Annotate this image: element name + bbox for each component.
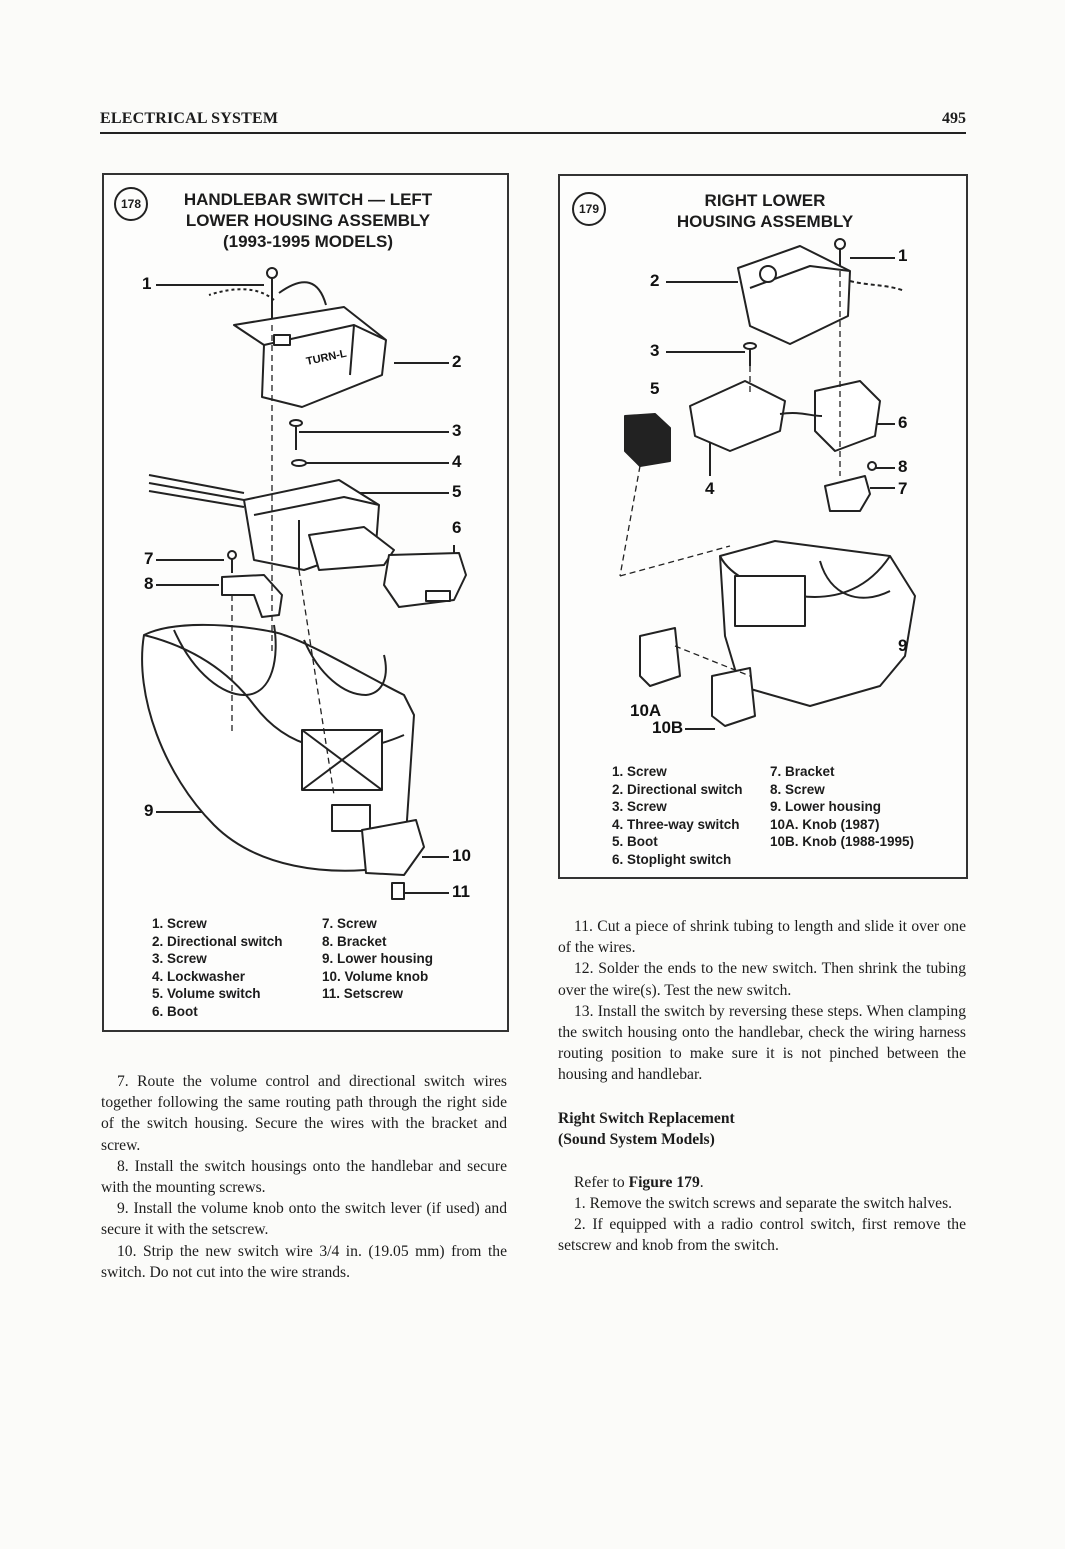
section-heading: Right Switch Replacement (Sound System M… (558, 1109, 735, 1148)
figure-178: 178 HANDLEBAR SWITCH — LEFT LOWER HOUSIN… (102, 173, 509, 1032)
callout-6: 6 (452, 518, 462, 537)
callout-8: 8 (898, 457, 908, 476)
step-1: 1. Remove the switch screws and separate… (574, 1194, 953, 1212)
callout-11: 11 (452, 882, 470, 901)
callout-9: 9 (144, 801, 154, 820)
right-column-text: 11. Cut a piece of shrink tubing to leng… (558, 916, 966, 1256)
callout-1: 1 (898, 246, 908, 265)
callout-10a: 10A (630, 701, 662, 720)
callout-4: 4 (705, 479, 715, 498)
callout-2: 2 (650, 271, 660, 290)
figure-title: RIGHT LOWER HOUSING ASSEMBLY (676, 191, 854, 231)
callout-1: 1 (142, 274, 152, 293)
legend-left: 1. Screw 2. Directional switch 3. Screw … (612, 764, 743, 867)
exploded-view-drawing: TURN-L (141, 267, 467, 900)
figure-179: 179 RIGHT LOWER HOUSING ASSEMBLY (558, 174, 968, 879)
callout-3: 3 (650, 341, 660, 360)
callout-10: 10 (452, 846, 471, 865)
figure-number-badge: 179 (572, 192, 606, 226)
page-number: 495 (942, 110, 966, 127)
callout-6: 6 (898, 413, 908, 432)
legend-right: 7. Screw 8. Bracket 9. Lower housing 10.… (322, 916, 434, 1002)
callout-7: 7 (898, 479, 908, 498)
figure-number-badge: 178 (114, 187, 148, 221)
running-head: ELECTRICAL SYSTEM (100, 110, 279, 127)
callout-5: 5 (452, 482, 462, 501)
legend-left: 1. Screw 2. Directional switch 3. Screw … (152, 916, 283, 1019)
step-13: 13. Install the switch by reversing thes… (558, 1002, 966, 1084)
left-column-text: 7. Route the volume control and directio… (101, 1071, 507, 1283)
step-10: 10. Strip the new switch wire 3/4 in. (1… (101, 1242, 507, 1281)
step-11: 11. Cut a piece of shrink tubing to leng… (558, 918, 966, 957)
step-12: 12. Solder the ends to the new switch. T… (558, 960, 966, 999)
callout-8: 8 (144, 574, 154, 593)
callout-7: 7 (144, 549, 154, 568)
step-2: 2. If equipped with a radio control swit… (558, 1216, 966, 1255)
callout-3: 3 (452, 421, 462, 440)
exploded-view-drawing (619, 238, 916, 730)
step-9: 9. Install the volume knob onto the swit… (101, 1200, 507, 1239)
figure-title: HANDLEBAR SWITCH — LEFT LOWER HOUSING AS… (183, 190, 433, 251)
callout-5: 5 (650, 379, 660, 398)
callout-10b: 10B (652, 718, 684, 737)
callout-9: 9 (898, 636, 908, 655)
legend-right: 7. Bracket 8. Screw 9. Lower housing 10A… (770, 764, 915, 850)
step-8: 8. Install the switch housings onto the … (101, 1157, 507, 1197)
figure-reference: Refer to Figure 179. (574, 1173, 704, 1191)
callout-2: 2 (452, 352, 462, 371)
callout-4: 4 (452, 452, 462, 471)
page-header: ELECTRICAL SYSTEM 495 (100, 108, 966, 134)
step-7: 7. Route the volume control and directio… (101, 1073, 507, 1154)
